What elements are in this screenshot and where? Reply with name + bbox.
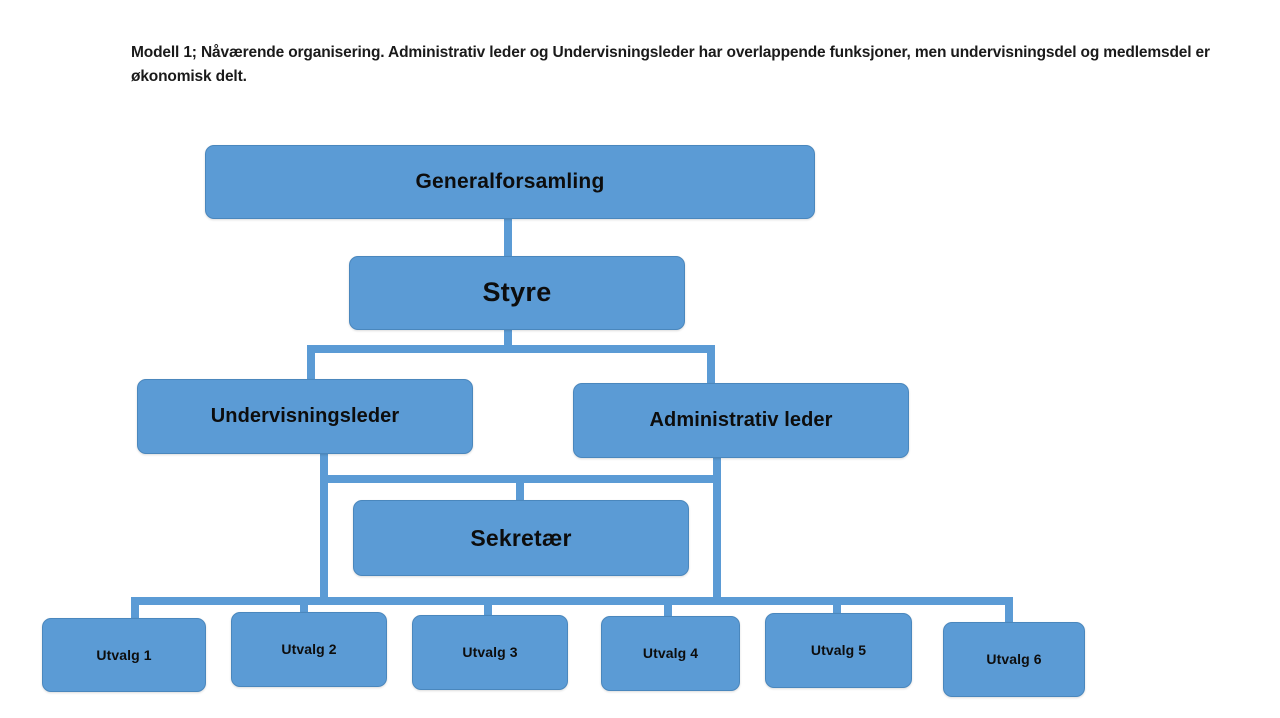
node-generalforsamling[interactable]: Generalforsamling bbox=[205, 145, 815, 219]
node-label: Styre bbox=[482, 277, 552, 308]
node-utvalg-4[interactable]: Utvalg 4 bbox=[601, 616, 740, 691]
connector-styre-to-administrativ-leder bbox=[707, 345, 715, 387]
connector-styre-bus bbox=[307, 345, 715, 353]
node-label: Administrativ leder bbox=[649, 409, 833, 431]
node-label: Utvalg 3 bbox=[462, 644, 518, 661]
node-label: Generalforsamling bbox=[415, 169, 605, 193]
node-label: Undervisningsleder bbox=[210, 405, 400, 427]
node-administrativ-leder[interactable]: Administrativ leder bbox=[573, 383, 909, 458]
node-utvalg-5[interactable]: Utvalg 5 bbox=[765, 613, 912, 688]
node-label: Utvalg 6 bbox=[986, 651, 1042, 668]
connector-utvalg-bus bbox=[131, 597, 1013, 605]
node-utvalg-1[interactable]: Utvalg 1 bbox=[42, 618, 206, 692]
node-utvalg-6[interactable]: Utvalg 6 bbox=[943, 622, 1085, 697]
connector-styre-to-undervisningsleder bbox=[307, 345, 315, 383]
node-label: Sekretær bbox=[470, 524, 572, 551]
node-sekretaer[interactable]: Sekretær bbox=[353, 500, 689, 576]
node-label: Utvalg 5 bbox=[810, 642, 867, 659]
node-undervisningsleder[interactable]: Undervisningsleder bbox=[137, 379, 473, 454]
connector-undervisningsleder-stem bbox=[320, 450, 328, 482]
connector-leaders-bus bbox=[320, 475, 721, 483]
node-utvalg-2[interactable]: Utvalg 2 bbox=[231, 612, 387, 687]
node-label: Utvalg 4 bbox=[642, 645, 699, 662]
diagram-caption: Modell 1; Nåværende organisering. Admini… bbox=[131, 44, 1210, 85]
connector-administrativ-leder-down bbox=[713, 483, 721, 600]
node-label: Utvalg 2 bbox=[281, 641, 337, 658]
connector-undervisningsleder-down bbox=[320, 483, 328, 600]
node-styre[interactable]: Styre bbox=[349, 256, 685, 330]
connector-administrativ-leder-stem bbox=[713, 455, 721, 482]
node-utvalg-3[interactable]: Utvalg 3 bbox=[412, 615, 568, 690]
node-label: Utvalg 1 bbox=[96, 646, 152, 663]
connector-bus-to-sekretaer bbox=[516, 475, 524, 502]
connector-bus-to-utvalg-6 bbox=[1005, 597, 1013, 623]
